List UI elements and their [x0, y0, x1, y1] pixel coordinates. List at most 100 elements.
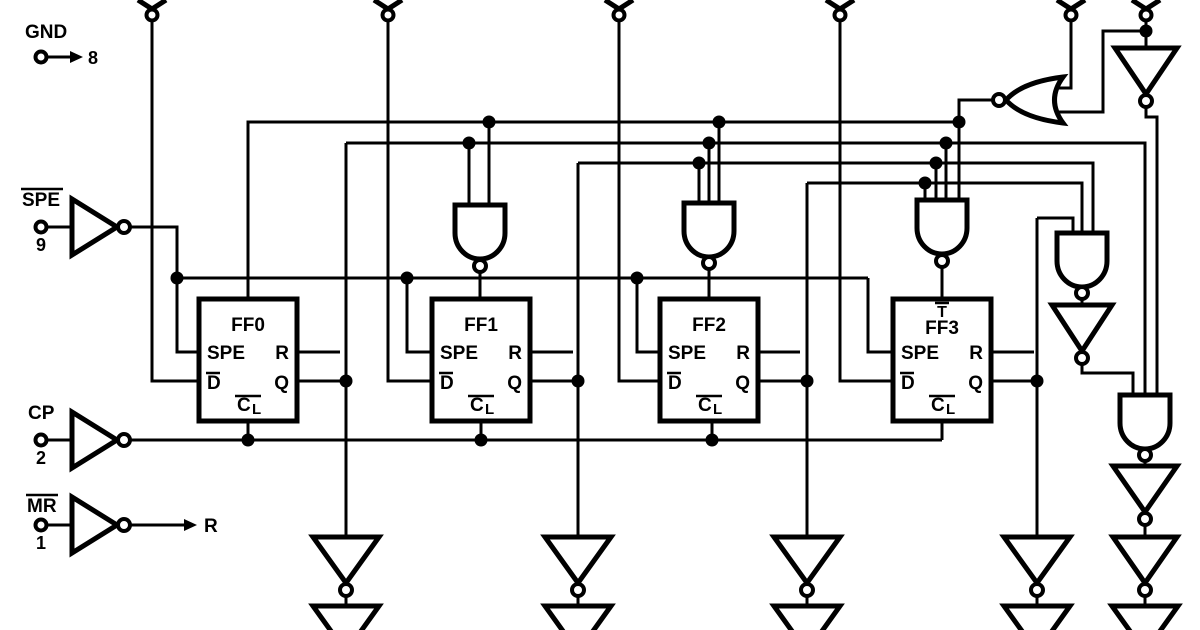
inverter-decode-1	[1047, 302, 1117, 366]
count-bus	[246, 120, 959, 299]
nor-gate	[991, 73, 1069, 127]
junction-dot	[918, 176, 932, 190]
spe-pin-number: 9	[36, 235, 46, 255]
inversion-bubble-icon	[570, 582, 586, 598]
inversion-bubble-icon	[116, 517, 132, 533]
inverter-icon	[136, 0, 168, 23]
inverter-icon	[1108, 534, 1182, 588]
junction-dot	[400, 271, 414, 285]
cp-terminal-icon	[33, 432, 49, 448]
ff-port-d: D	[440, 373, 454, 394]
wire	[1080, 364, 1135, 395]
nand-ff2	[681, 200, 737, 271]
q0-bus	[346, 141, 1147, 395]
inversion-bubble-icon	[1137, 511, 1153, 527]
ff-port-d: D	[901, 373, 915, 394]
spe-pin: SPE 9	[21, 187, 132, 260]
inverter-icon	[308, 534, 384, 588]
junction-dot	[929, 156, 943, 170]
inverter-icon	[603, 0, 635, 23]
ff-port-d: D	[668, 373, 682, 394]
ff-port-spe: SPE	[207, 343, 245, 364]
ff1: FF1 SPE R D Q C L	[429, 296, 533, 424]
arrow-right-icon	[184, 519, 197, 531]
junction-dot	[952, 115, 966, 129]
wire	[150, 20, 199, 383]
wire	[957, 98, 993, 200]
junction-dot	[939, 136, 953, 150]
cp-label: CP	[28, 403, 55, 424]
q2-bus	[807, 181, 1084, 233]
ff-port-cl-sub: L	[713, 401, 722, 418]
cp-pin-number: 2	[36, 448, 46, 468]
ff-title: FF0	[231, 315, 265, 336]
junction-dot	[692, 156, 706, 170]
nand-decode-2	[1117, 392, 1173, 463]
mr-terminal-icon	[33, 517, 49, 533]
ff-port-r: R	[969, 343, 983, 364]
inverter-icon	[308, 603, 384, 630]
inverter-icon	[1130, 0, 1162, 23]
spe-terminal-icon	[33, 219, 49, 235]
inversion-bubble-icon	[1029, 582, 1045, 598]
inversion-bubble-icon	[1074, 285, 1090, 301]
inversion-bubble-icon	[116, 219, 132, 235]
arrow-right-icon	[70, 51, 83, 63]
ff-port-q: Q	[735, 373, 750, 394]
junction-dot	[339, 374, 353, 388]
inversion-bubble-icon	[701, 255, 717, 271]
inverter-icon	[999, 534, 1075, 588]
cp-pin: CP 2	[28, 403, 132, 473]
junction-dot	[482, 115, 496, 129]
ff-port-r: R	[508, 343, 522, 364]
inverter-icon	[1047, 302, 1117, 356]
inverter-icon	[540, 603, 616, 630]
wire	[1052, 29, 1146, 114]
data-input-inverters	[136, 0, 1162, 23]
ff-port-q: Q	[274, 373, 289, 394]
flipflop-box	[890, 296, 994, 424]
flipflop-box	[657, 296, 761, 424]
spe-label: SPE	[22, 190, 60, 211]
wire	[386, 20, 432, 383]
ff-port-t: T	[937, 304, 947, 321]
ff-port-r: R	[736, 343, 750, 364]
ff-title: FF3	[925, 318, 959, 339]
ff-port-cl-sub: L	[252, 401, 261, 418]
ff-port-cl-sub: L	[946, 401, 955, 418]
q3-bus	[1037, 216, 1075, 233]
junction-dot	[705, 433, 719, 447]
inversion-bubble-icon	[1137, 447, 1153, 463]
nand-gate-icon	[452, 202, 508, 262]
inverter-icon	[69, 407, 122, 473]
wire	[635, 278, 660, 354]
inverter-icon	[769, 603, 845, 630]
wire	[866, 278, 893, 354]
ff2: FF2 SPE R D Q C L	[657, 296, 761, 424]
q1-bus	[578, 161, 1095, 233]
ff-title: FF1	[464, 315, 498, 336]
wire	[838, 20, 893, 383]
ff-port-r: R	[275, 343, 289, 364]
ff-port-spe: SPE	[668, 343, 706, 364]
gnd-pin: GND 8	[25, 22, 98, 68]
inverter-icon	[540, 534, 616, 588]
mr-pin: MR 1 R	[26, 492, 218, 558]
wire	[1144, 107, 1159, 395]
inverter-icon	[69, 492, 122, 558]
inversion-bubble-icon	[1074, 350, 1090, 366]
inverter-top-right	[1110, 45, 1182, 109]
output-inverters-q3	[999, 534, 1075, 630]
wire	[405, 278, 432, 354]
output-inverters-q2	[769, 534, 845, 630]
inverter-icon	[999, 603, 1075, 630]
junction-dot	[800, 374, 814, 388]
gnd-pin-number: 8	[88, 48, 98, 68]
nand-gate-icon	[1117, 392, 1173, 452]
ff-port-d: D	[207, 373, 221, 394]
inversion-bubble-icon	[338, 582, 354, 598]
inversion-bubble-icon	[1137, 582, 1153, 598]
inversion-bubble-icon	[799, 582, 815, 598]
nor-gate-icon	[1002, 73, 1069, 127]
